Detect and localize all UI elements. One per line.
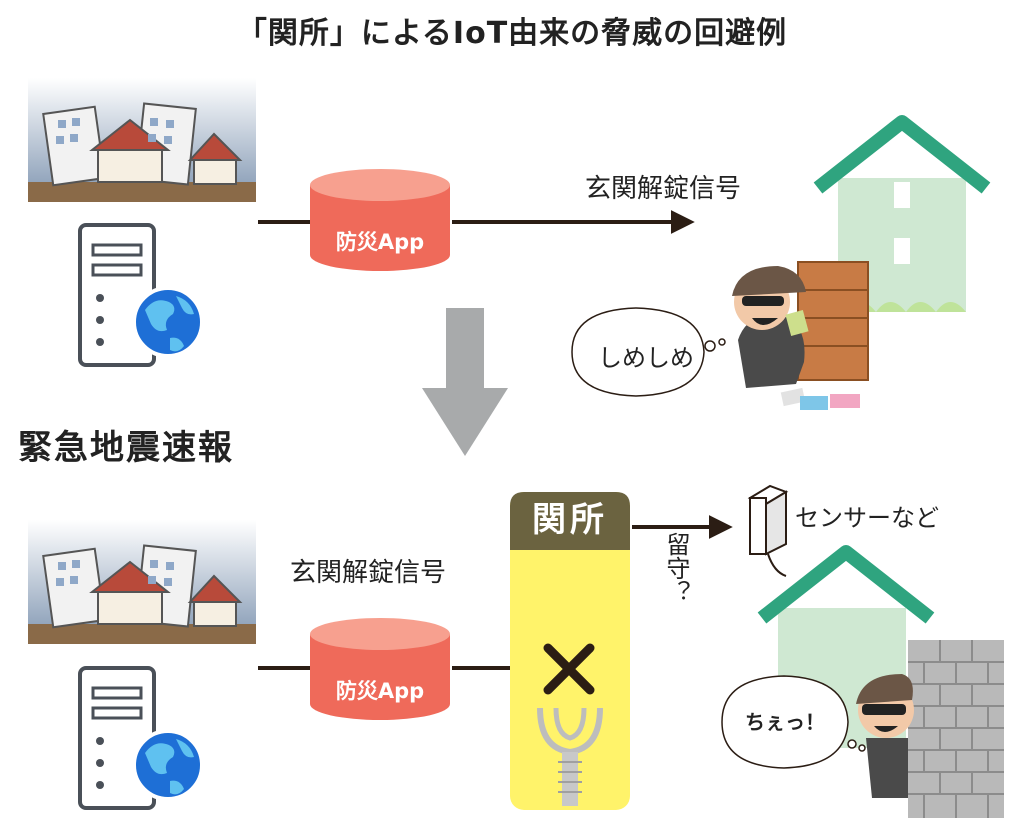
app-database-icon bbox=[310, 169, 450, 271]
earthquake-town-icon bbox=[28, 78, 256, 202]
brick-wall-icon bbox=[908, 640, 1004, 818]
earthquake-town-icon bbox=[28, 520, 256, 644]
thief-frustrated-text: ちぇっ！ bbox=[745, 710, 825, 734]
app-database-icon bbox=[310, 618, 450, 720]
thief-speech-bubble bbox=[571, 307, 726, 397]
app-label-bottom: 防災App bbox=[335, 679, 425, 703]
thief-icon bbox=[732, 266, 809, 388]
diagram-title: 「関所」によるIoT由来の脅威の回避例 bbox=[236, 16, 788, 51]
checkpoint-gate bbox=[510, 492, 630, 810]
globe-icon bbox=[132, 286, 204, 358]
earthquake-warning-label: 緊急地震速報 bbox=[18, 428, 234, 468]
sensor-label: センサーなど bbox=[795, 504, 939, 532]
globe-icon bbox=[132, 729, 204, 801]
plug-icon bbox=[537, 707, 603, 806]
unlock-signal-label-bottom: 玄関解錠信号 bbox=[290, 558, 447, 588]
app-label-top: 防災App bbox=[335, 230, 425, 254]
unlock-signal-label-top: 玄関解錠信号 bbox=[585, 174, 742, 204]
drawer-cabinet-icon bbox=[797, 261, 869, 381]
thief-speech-bubble bbox=[721, 675, 866, 769]
scattered-items-icon bbox=[780, 387, 860, 410]
thief-icon bbox=[856, 674, 914, 798]
absent-query-label: 留守？ bbox=[662, 532, 690, 604]
cross-icon bbox=[543, 643, 595, 695]
sensor-icon bbox=[747, 484, 789, 577]
checkpoint-label: 関所 bbox=[532, 500, 608, 540]
thief-happy-text: しめしめ bbox=[598, 344, 694, 372]
transition-down-arrow bbox=[422, 308, 508, 456]
